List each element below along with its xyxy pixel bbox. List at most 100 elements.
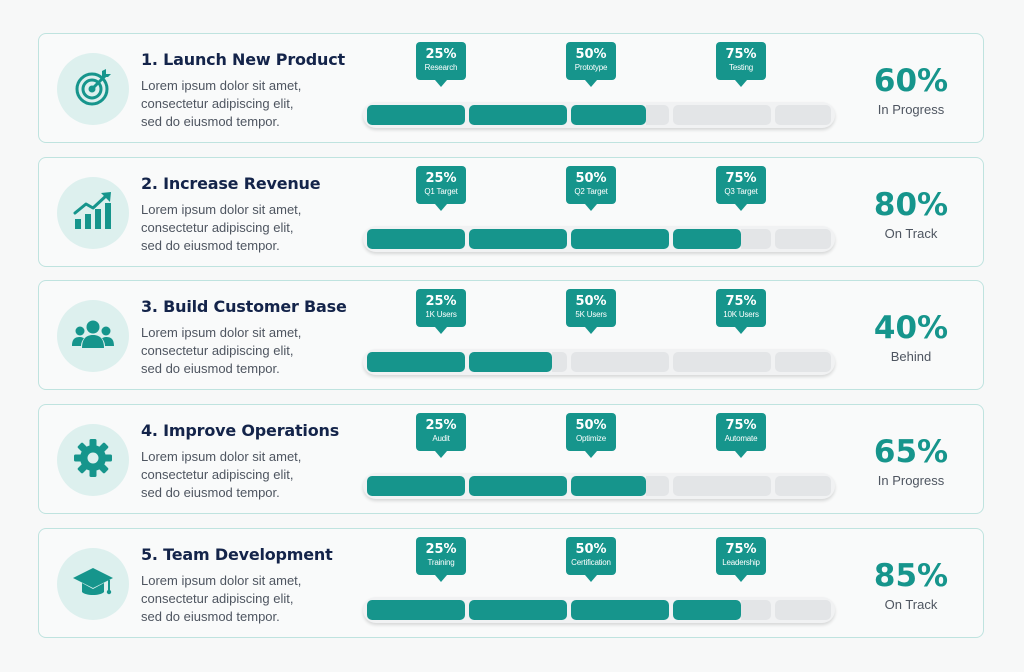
milestone-percent: 75% [725, 47, 757, 62]
description-line: consectetur adipiscing elit, [141, 467, 294, 482]
gear-icon [71, 436, 115, 485]
status-label: On Track [884, 226, 938, 241]
description-line: Lorem ipsum dolor sit amet, [141, 449, 302, 464]
progress-segment-empty [775, 105, 831, 125]
progress-segment-filled [367, 229, 465, 249]
progress-segment-filled [571, 600, 669, 620]
milestone-marker: 75%Q3 Target [716, 166, 766, 211]
growth-chart-icon [71, 189, 115, 238]
goal-description: Lorem ipsum dolor sit amet, consectetur a… [141, 572, 341, 626]
progress-segment-filled [367, 476, 465, 496]
progress-segment-empty [775, 476, 831, 496]
icon-badge [57, 53, 129, 125]
description-line: consectetur adipiscing elit, [141, 96, 294, 111]
milestone-label: Q3 Target [724, 187, 758, 196]
progress-segment-filled [367, 352, 465, 372]
milestone-percent: 75% [725, 294, 757, 309]
description-line: Lorem ipsum dolor sit amet, [141, 202, 302, 217]
progress-segment-filled [571, 229, 669, 249]
progress-segment-empty [673, 105, 771, 125]
milestone-percent: 50% [575, 171, 607, 186]
milestone-label: Training [427, 558, 455, 567]
milestone-percent: 50% [575, 294, 607, 309]
milestone-marker: 25%1K Users [416, 289, 466, 334]
milestone-percent: 25% [425, 171, 457, 186]
progress-segment-empty [775, 229, 831, 249]
milestone-marker: 50%Optimize [566, 413, 616, 458]
milestone-label: 10K Users [723, 310, 759, 319]
description-line: sed do eiusmod tempor. [141, 609, 280, 624]
progress-segment-filled [673, 229, 741, 249]
goal-title: 4. Improve Operations [141, 421, 340, 440]
milestone-percent: 25% [425, 418, 457, 433]
milestone-percent: 25% [425, 542, 457, 557]
milestone-label: Automate [724, 434, 758, 443]
description-line: consectetur adipiscing elit, [141, 343, 294, 358]
goal-title: 5. Team Development [141, 545, 333, 564]
status-label: Behind [890, 349, 932, 364]
icon-badge [57, 548, 129, 620]
goal-title: 3. Build Customer Base [141, 297, 347, 316]
milestone-marker: 25%Q1 Target [416, 166, 466, 211]
progress-segment-filled [469, 600, 567, 620]
progress-track [363, 102, 835, 128]
progress-track [363, 597, 835, 623]
milestone-label: 1K Users [425, 310, 457, 319]
progress-segment-empty [775, 600, 831, 620]
milestone-label: Optimize [576, 434, 606, 443]
status-label: In Progress [877, 473, 945, 488]
progress-segment-filled [367, 600, 465, 620]
milestone-percent: 75% [725, 418, 757, 433]
milestone-percent: 25% [425, 294, 457, 309]
goal-result: 60% In Progress [857, 62, 965, 120]
milestone-label: Certification [571, 558, 611, 567]
progress-track [363, 473, 835, 499]
graduation-cap-icon [71, 560, 115, 609]
progress-track [363, 349, 835, 375]
milestone-label: Audit [432, 434, 450, 443]
status-label: In Progress [877, 102, 945, 117]
status-label: On Track [884, 597, 938, 612]
progress-segment-empty [646, 476, 669, 496]
users-icon [71, 312, 115, 361]
goal-description: Lorem ipsum dolor sit amet,consectetur a… [141, 77, 341, 131]
goal-description: Lorem ipsum dolor sit amet, consectetur a… [141, 324, 341, 378]
progress-segment-empty [673, 352, 771, 372]
progress-segment-filled [367, 105, 465, 125]
description-line: Lorem ipsum dolor sit amet, [141, 573, 302, 588]
goal-title: 2. Increase Revenue [141, 174, 321, 193]
completion-percent: 85% [873, 558, 949, 594]
milestone-label: Q2 Target [574, 187, 608, 196]
completion-percent: 40% [873, 310, 949, 346]
goal-result: 65% In Progress [857, 433, 965, 491]
goal-result: 80% On Track [857, 186, 965, 244]
milestone-marker: 75%Leadership [716, 537, 766, 582]
completion-percent: 60% [873, 63, 949, 99]
description-line: Lorem ipsum dolor sit amet, [141, 325, 302, 340]
milestone-marker: 75%Testing [716, 42, 766, 87]
description-line: consectetur adipiscing elit, [141, 591, 294, 606]
milestone-label: Prototype [574, 63, 608, 72]
goal-title: 1. Launch New Product [141, 50, 345, 69]
milestone-label: 5K Users [575, 310, 607, 319]
milestone-percent: 25% [425, 47, 457, 62]
completion-percent: 80% [873, 187, 949, 223]
progress-segment-empty [740, 600, 771, 620]
progress-segment-filled [469, 105, 567, 125]
goal-description: Lorem ipsum dolor sit amet, consectetur a… [141, 201, 341, 255]
milestone-label: Research [424, 63, 458, 72]
milestone-marker: 25%Audit [416, 413, 466, 458]
progress-segment-empty [775, 352, 831, 372]
progress-segment-filled [469, 229, 567, 249]
milestone-percent: 50% [575, 47, 607, 62]
milestone-label: Leadership [722, 558, 760, 567]
progress-segment-filled [469, 476, 567, 496]
goal-result: 85% On Track [857, 557, 965, 615]
description-line: consectetur adipiscing elit, [141, 220, 294, 235]
completion-percent: 65% [873, 434, 949, 470]
goal-result: 40% Behind [857, 309, 965, 367]
